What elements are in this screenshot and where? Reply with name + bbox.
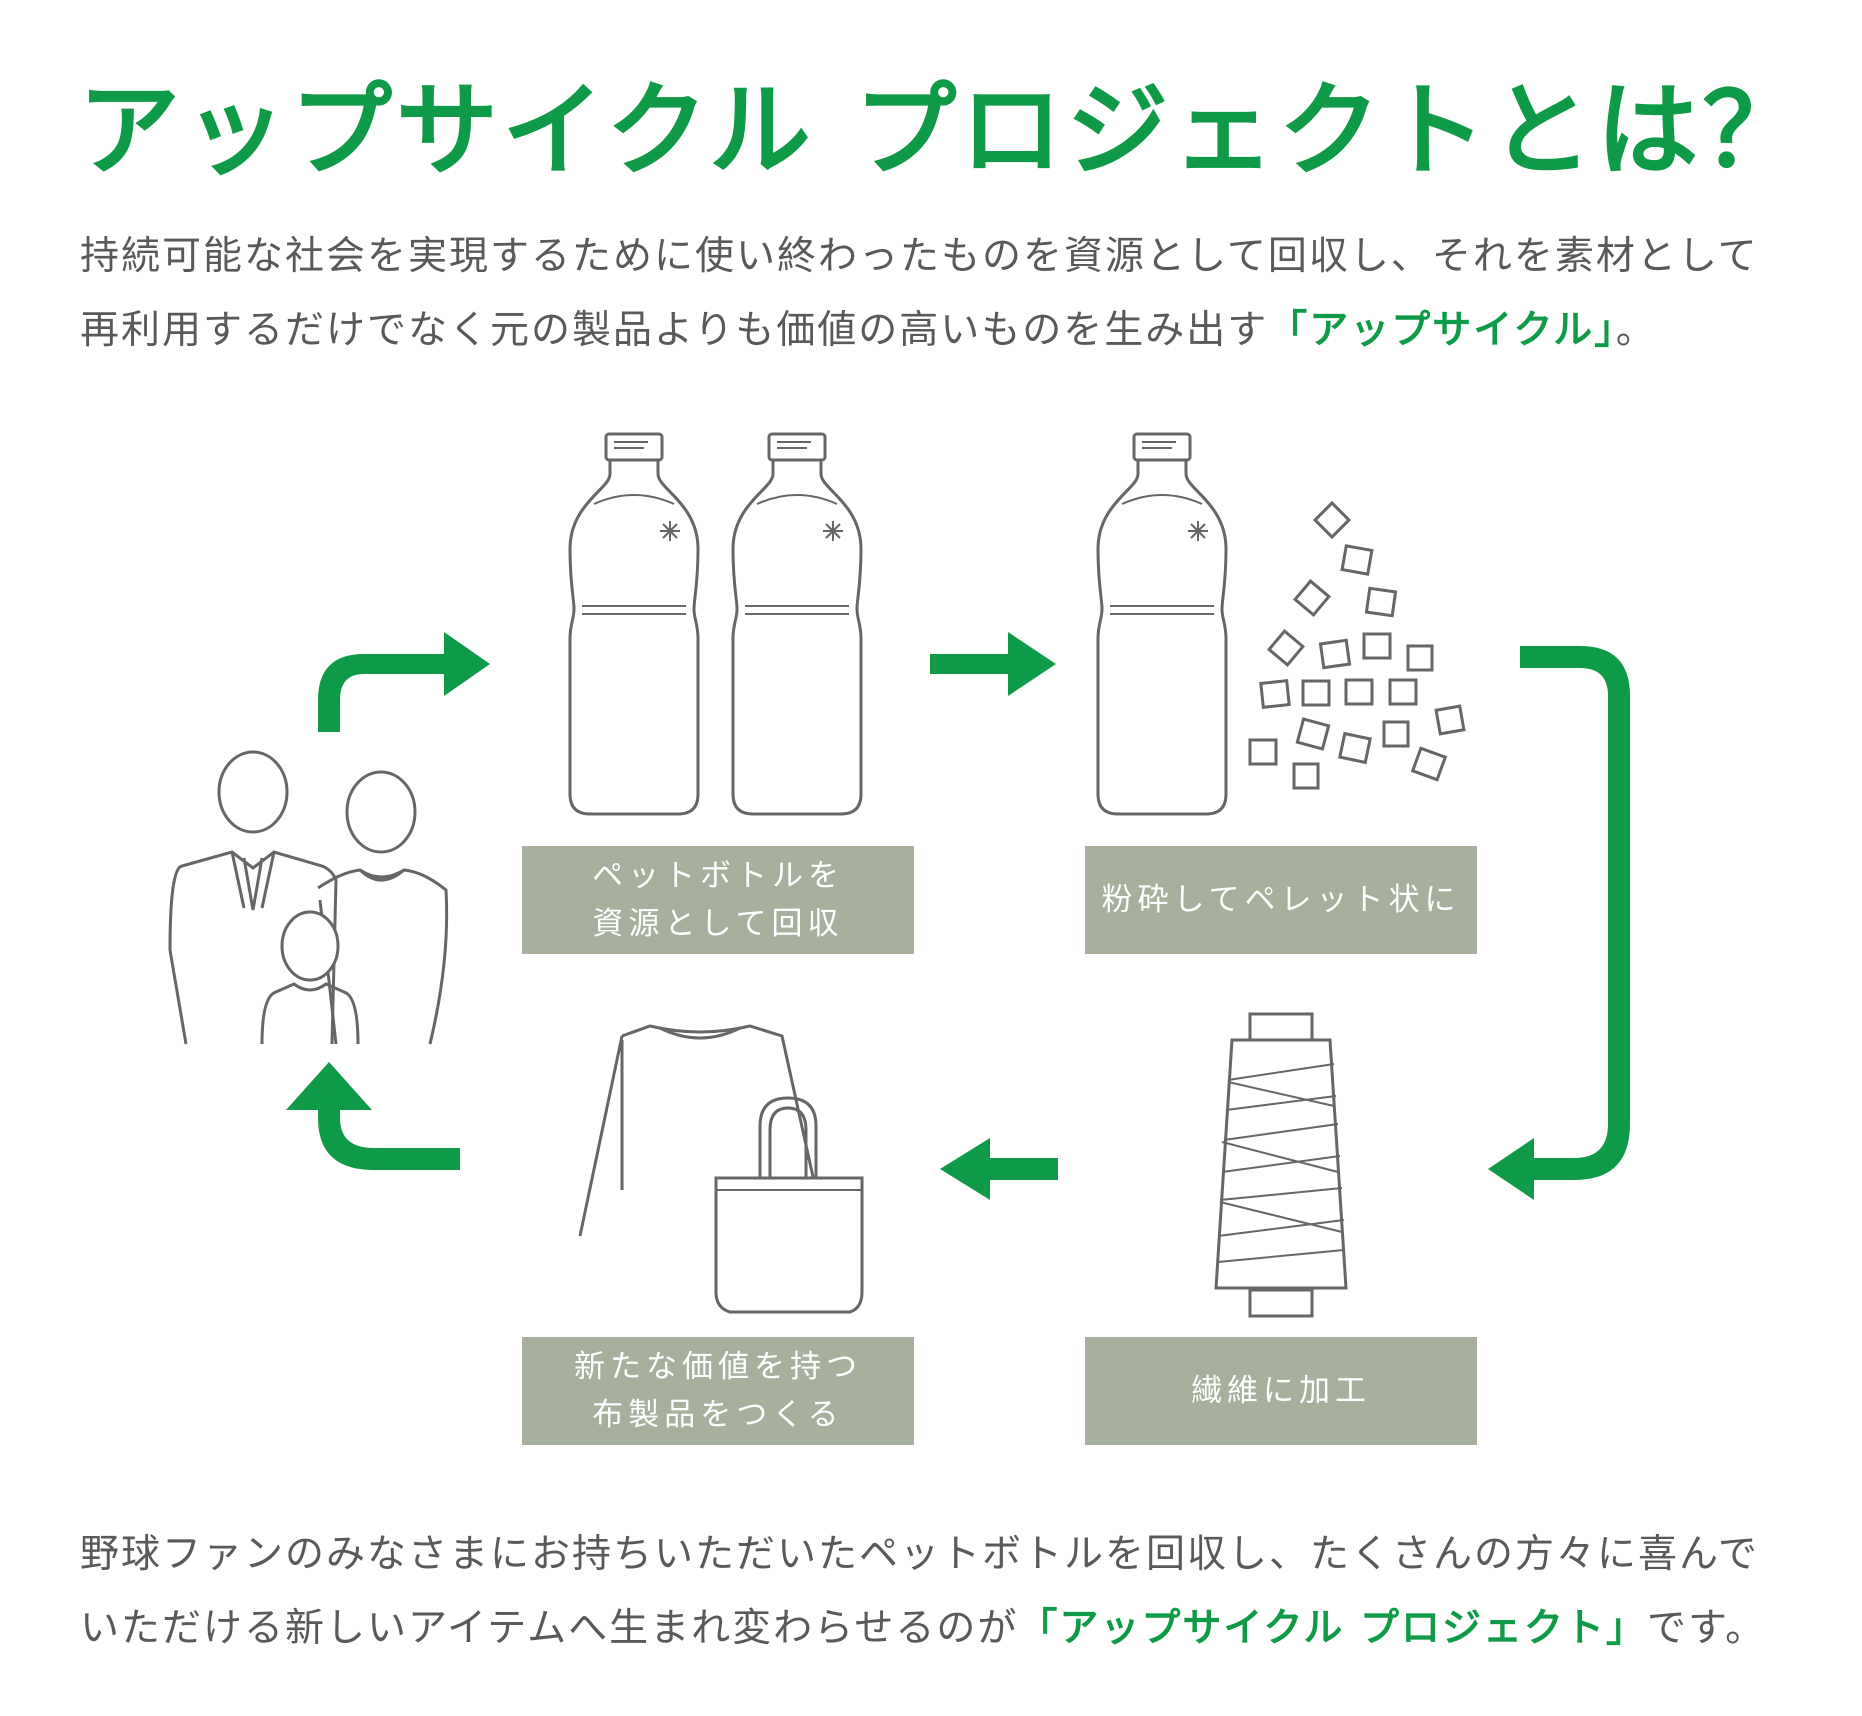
bottle-icon <box>1096 432 1228 816</box>
bottle-icon <box>731 432 863 816</box>
yarn-spool-icon <box>1214 1012 1348 1318</box>
step-label-line: 資源として回収 <box>592 906 844 942</box>
intro-line-1: 持続可能な社会を実現するために使い終わったものを資源として回収し、それを素材とし… <box>80 234 1759 279</box>
arrow-product-to-family <box>286 1062 460 1170</box>
arrow-crush-to-fiber <box>1488 646 1630 1200</box>
intro-highlight: 「アップサイクル」 <box>1268 308 1616 353</box>
step-label-collect: ペットボトルを 資源として回収 <box>522 846 914 954</box>
step-label-fiber: 繊維に加工 <box>1085 1337 1477 1445</box>
outro-line-2-text: いただける新しいアイテムへ生まれ変わらせるのが <box>80 1606 1019 1651</box>
step-label-crush: 粉砕してペレット状に <box>1085 846 1477 954</box>
step-label-line: 繊維に加工 <box>1191 1373 1371 1409</box>
bottle-icon <box>568 432 700 816</box>
family-icon <box>168 750 449 1045</box>
arrow-collect-to-crush <box>930 632 1056 696</box>
shirt-icon <box>578 1024 828 1237</box>
step-label-line: 新たな価値を持つ <box>574 1349 862 1385</box>
intro-line-2: 再利用するだけでなく元の製品よりも価値の高いものを生み出す「アップサイクル」。 <box>80 294 1800 368</box>
intro-paragraph: 持続可能な社会を実現するために使い終わったものを資源として回収し、それを素材とし… <box>80 220 1800 368</box>
arrow-family-to-bottles <box>318 632 490 732</box>
outro-line-1: 野球ファンのみなさまにお持ちいただいたペットボトルを回収し、たくさんの方々に喜ん… <box>80 1532 1760 1577</box>
arrow-fiber-to-product <box>940 1138 1058 1200</box>
tote-bag-icon <box>714 1096 864 1314</box>
outro-line-2-end: です。 <box>1646 1606 1767 1651</box>
intro-line-2-end: 。 <box>1615 308 1657 353</box>
page-title: アップサイクル プロジェクトとは？ <box>78 72 1809 191</box>
step-label-line: 粉砕してペレット状に <box>1101 882 1461 918</box>
outro-line-2: いただける新しいアイテムへ生まれ変わらせるのが「アップサイクル プロジェクト」で… <box>80 1592 1800 1666</box>
intro-line-2-text: 再利用するだけでなく元の製品よりも価値の高いものを生み出す <box>80 308 1269 353</box>
step-label-line: 布製品をつくる <box>592 1397 844 1433</box>
pellets-icon <box>1248 500 1466 790</box>
step-label-line: ペットボトルを <box>592 858 844 894</box>
outro-highlight: 「アップサイクル プロジェクト」 <box>1018 1606 1647 1651</box>
outro-paragraph: 野球ファンのみなさまにお持ちいただいたペットボトルを回収し、たくさんの方々に喜ん… <box>80 1518 1800 1666</box>
step-label-product: 新たな価値を持つ 布製品をつくる <box>522 1337 914 1445</box>
